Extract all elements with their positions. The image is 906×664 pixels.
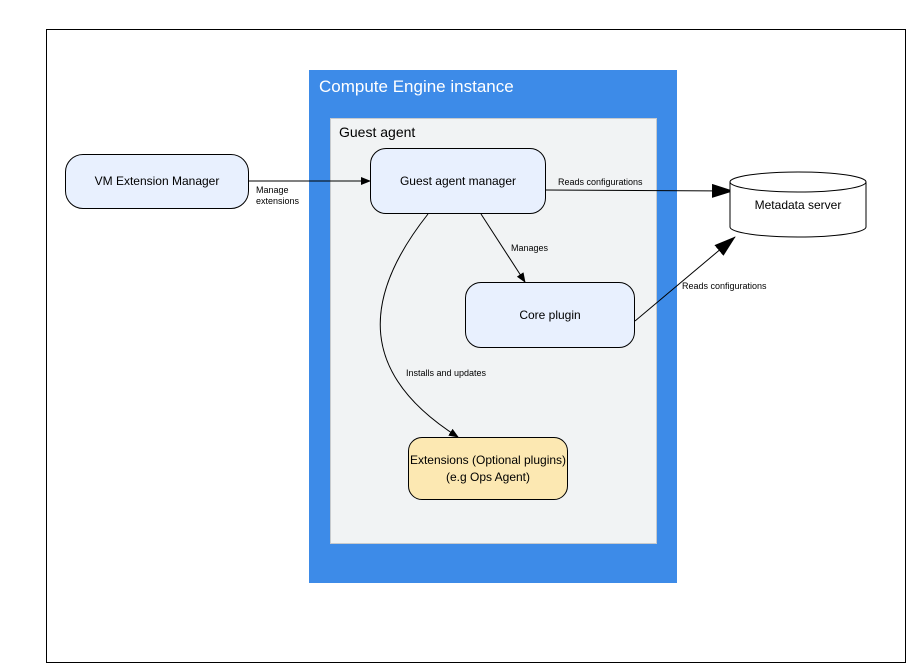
reads-configurations-core-label: Reads configurations bbox=[682, 281, 767, 291]
compute-engine-instance-title: Compute Engine instance bbox=[319, 77, 514, 96]
manage-extensions-label: Manage extensions bbox=[256, 185, 299, 208]
edge-manages bbox=[480, 213, 526, 283]
installs-and-updates-label: Installs and updates bbox=[406, 368, 487, 378]
manage-extensions-label-line2: extensions bbox=[256, 196, 300, 207]
edge-reads-configurations-core bbox=[634, 236, 736, 322]
guest-agent-manager-node: Guest agent manager bbox=[370, 148, 546, 214]
edge-installs-and-updates bbox=[379, 213, 459, 438]
manage-extensions-label-line1: Manage bbox=[256, 185, 289, 195]
extensions-node: Extensions (Optional plugins) (e.g Ops A… bbox=[408, 437, 568, 500]
reads-configurations-manager-label: Reads configurations bbox=[558, 177, 643, 187]
core-plugin-label: Core plugin bbox=[519, 307, 581, 322]
vm-extension-manager-node: VM Extension Manager bbox=[65, 154, 249, 209]
guest-agent-title: Guest agent bbox=[339, 124, 416, 140]
guest-agent-manager-label: Guest agent manager bbox=[399, 173, 517, 188]
manages-label: Manages bbox=[511, 243, 549, 253]
extensions-label-line2: (e.g Ops Agent) bbox=[445, 469, 531, 484]
extensions-label-line1: Extensions (Optional plugins) bbox=[409, 453, 567, 468]
edge-reads-configurations-manager bbox=[545, 183, 734, 198]
vm-extension-manager-label: VM Extension Manager bbox=[94, 174, 220, 189]
core-plugin-node: Core plugin bbox=[465, 282, 635, 348]
metadata-server-label: Metadata server bbox=[754, 198, 842, 212]
metadata-server-cylinder bbox=[729, 171, 867, 238]
